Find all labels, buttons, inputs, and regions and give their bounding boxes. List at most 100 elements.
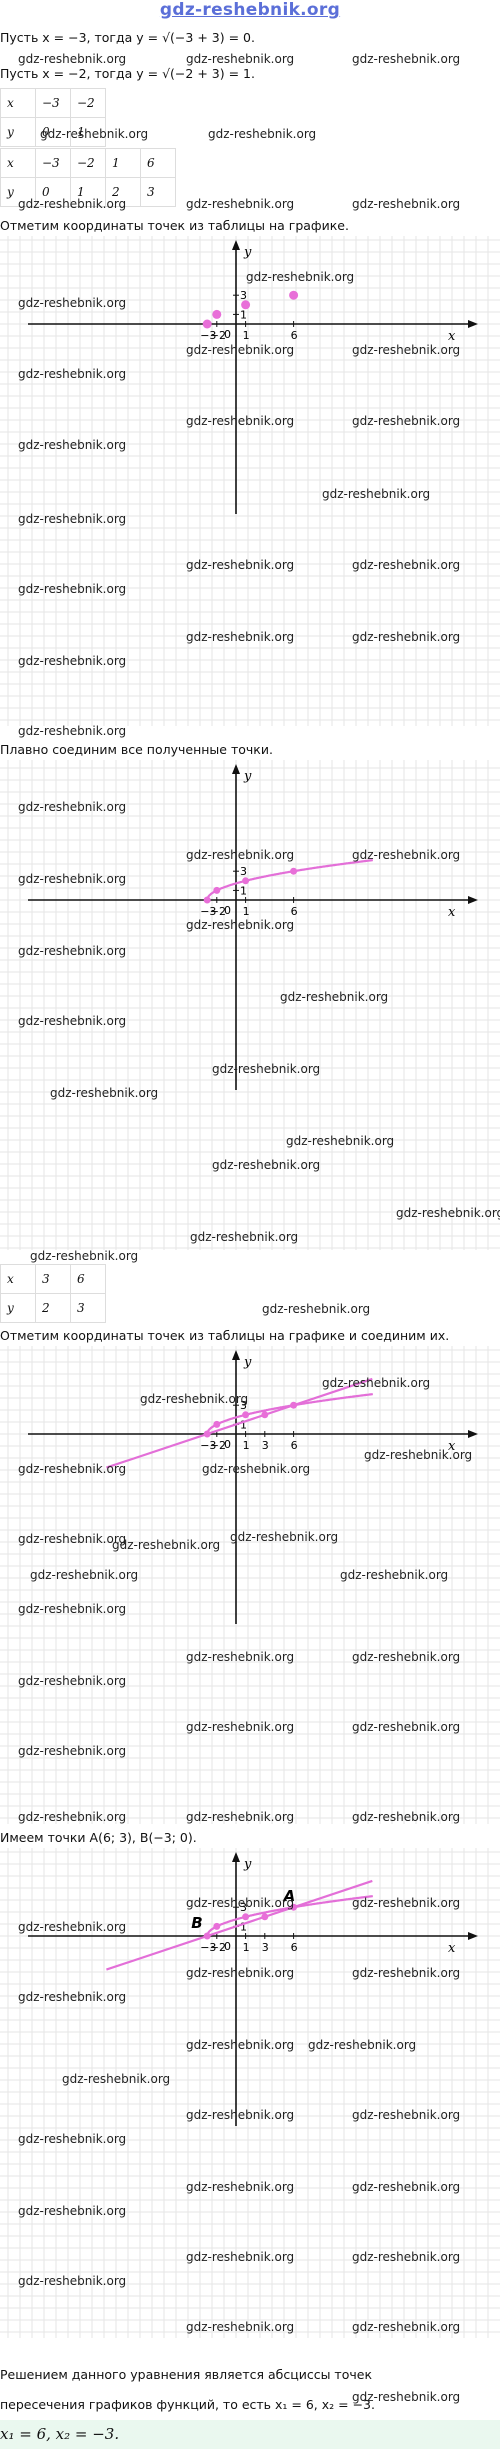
x-tick-label: −2 [210,1439,226,1452]
watermark: gdz-reshebnik.org [208,127,317,141]
origin-label: 0 [224,1940,231,1953]
watermark: gdz-reshebnik.org [202,1462,311,1476]
watermark: gdz-reshebnik.org [18,2274,127,2288]
watermark: gdz-reshebnik.org [30,1249,139,1263]
watermark: gdz-reshebnik.org [352,630,461,644]
watermark: gdz-reshebnik.org [186,1966,295,1980]
answer-text: x₁ = 6, x₂ = −3. [0,2425,120,2443]
caption-2: Плавно соединим все полученные точки. [0,742,273,757]
watermark: gdz-reshebnik.org [186,630,295,644]
table-cell: x [0,88,36,118]
table-cell: −3 [35,88,71,118]
table-row: x −3 −2 [0,88,106,118]
x-tick-label: −2 [210,905,226,918]
watermark: gdz-reshebnik.org [352,1896,461,1910]
watermark: gdz-reshebnik.org [212,1158,321,1172]
x-axis-label: x [448,905,456,920]
watermark: gdz-reshebnik.org [18,2204,127,2218]
watermark: gdz-reshebnik.org [186,2038,295,2052]
x-axis-arrow [468,1430,478,1438]
watermark: gdz-reshebnik.org [186,2108,295,2122]
x-tick-label: −2 [210,329,226,342]
watermark: gdz-reshebnik.org [18,52,127,66]
watermark: gdz-reshebnik.org [18,1674,127,1688]
watermark: gdz-reshebnik.org [186,1720,295,1734]
site-logo[interactable]: gdz-reshebnik.org [159,0,341,20]
watermark: gdz-reshebnik.org [352,197,461,211]
watermark: gdz-reshebnik.org [352,848,461,862]
watermark: gdz-reshebnik.org [50,1086,159,1100]
table-cell: −2 [70,148,106,178]
x-axis-label: x [448,329,456,344]
watermark: gdz-reshebnik.org [18,296,127,310]
watermark: gdz-reshebnik.org [246,270,355,284]
text-line-1: Пусть x = −3, тогда y = √(−3 + 3) = 0. [0,30,255,45]
conclusion-text: Решением данного уравнения является абсц… [0,2367,375,2412]
table-cell: y [0,177,36,207]
sqrt-curve [206,859,374,901]
watermark: gdz-reshebnik.org [186,414,295,428]
x-axis-label: x [448,1941,456,1956]
caption-1: Отметим координаты точек из таблицы на г… [0,218,349,233]
x-tick-label: 1 [243,1439,250,1452]
x-tick-label: 1 [243,1941,250,1954]
data-point [290,1903,298,1911]
x-tick-label: 6 [291,329,298,342]
watermark: gdz-reshebnik.org [18,582,127,596]
x-axis-arrow [468,1932,478,1940]
point-a-label: A [283,1887,296,1905]
watermark: gdz-reshebnik.org [352,2390,461,2404]
x-tick-label: −3 [200,1941,216,1954]
watermark: gdz-reshebnik.org [352,2108,461,2122]
y-tick-label: 3 [240,1399,247,1412]
data-point [213,1922,221,1930]
y-axis-arrow [232,764,240,774]
watermark: gdz-reshebnik.org [18,654,127,668]
watermark: gdz-reshebnik.org [18,800,127,814]
table-cell: x [0,148,36,178]
watermark: gdz-reshebnik.org [352,343,461,357]
caption-3: Отметим координаты точек из таблицы на г… [0,1328,450,1343]
table-row: y 2 3 [0,1293,106,1323]
watermark: gdz-reshebnik.org [352,414,461,428]
watermark: gdz-reshebnik.org [286,1134,395,1148]
watermark: gdz-reshebnik.org [322,487,431,501]
watermark: gdz-reshebnik.org [230,1530,339,1544]
x-tick-label: 6 [291,905,298,918]
table-cell: 2 [35,1293,71,1323]
table-cell: 1 [105,148,141,178]
answer-box: x₁ = 6, x₂ = −3. [0,2420,500,2449]
watermark: gdz-reshebnik.org [30,1568,139,1582]
watermark: gdz-reshebnik.org [186,343,295,357]
x-tick-label: −2 [210,1941,226,1954]
table-cell: y [0,117,36,147]
x-axis-arrow [468,896,478,904]
y-tick-label: 1 [240,1418,247,1431]
table-cell: 1 [70,177,106,207]
watermark: gdz-reshebnik.org [352,2250,461,2264]
table-cell: −3 [35,148,71,178]
watermark: gdz-reshebnik.org [18,1462,127,1476]
table-cell: 6 [70,1264,106,1294]
data-point [242,1913,250,1921]
table-row: x 3 6 [0,1264,106,1294]
x-tick-label: 6 [291,1941,298,1954]
data-point [212,309,222,319]
watermark: gdz-reshebnik.org [352,1650,461,1664]
x-tick-label: 6 [291,1439,298,1452]
watermark: gdz-reshebnik.org [18,1532,127,1546]
origin-label: 0 [224,904,231,917]
table-row: y 0 1 [0,117,106,147]
data-point [203,896,211,904]
watermark: gdz-reshebnik.org [18,1014,127,1028]
watermark: gdz-reshebnik.org [364,1448,473,1462]
y-tick-label: 1 [240,1920,247,1933]
watermark: gdz-reshebnik.org [396,1206,500,1220]
data-point [290,867,298,875]
y-axis-arrow [232,1852,240,1862]
point-b-label: B [191,1914,202,1932]
watermark: gdz-reshebnik.org [18,438,127,452]
values-table-1: x −3 −2 y 0 1 [0,88,106,147]
values-table-2: x −3 −2 1 6 y 0 1 2 3 [0,148,176,207]
